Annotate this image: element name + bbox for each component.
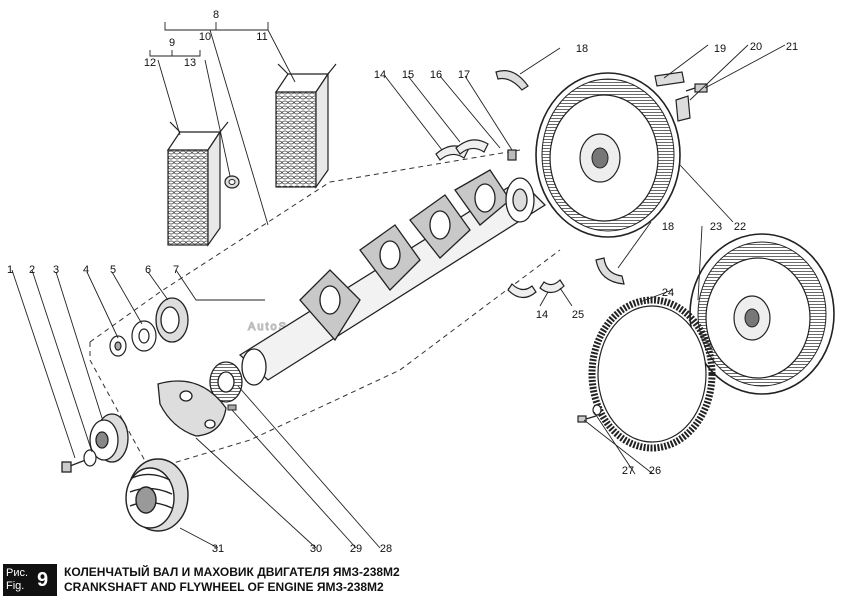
oil-deflector-6 xyxy=(155,297,189,343)
callout-15: 15 xyxy=(402,69,414,81)
caption-title-ru: КОЛЕНЧАТЫЙ ВАЛ И МАХОВИК ДВИГАТЕЛЯ ЯМЗ-2… xyxy=(64,565,400,579)
callout-25: 25 xyxy=(572,309,584,321)
main-bearing-shells-14-25 xyxy=(507,279,565,299)
assembly-outline xyxy=(89,149,561,471)
leader-lines xyxy=(11,22,786,549)
crankshaft xyxy=(238,169,547,386)
callout-8: 8 xyxy=(213,9,219,21)
lock-washer-4 xyxy=(109,335,127,357)
bolt-27 xyxy=(577,415,597,423)
callout-12: 12 xyxy=(144,57,156,69)
callout-3: 3 xyxy=(53,264,59,276)
callout-22: 22 xyxy=(734,221,746,233)
bearing-set-12 xyxy=(166,121,229,247)
figure-caption: Рис. Fig. 9 КОЛЕНЧАТЫЙ ВАЛ И МАХОВИК ДВИ… xyxy=(0,560,841,600)
callout-6: 6 xyxy=(145,264,151,276)
thrust-half-washer-18-bottom xyxy=(595,257,625,285)
damper-3 xyxy=(89,413,129,463)
callout-13: 13 xyxy=(184,57,196,69)
caption-title-en: CRANKSHAFT AND FLYWHEEL OF ENGINE ЯМЗ-23… xyxy=(64,580,384,594)
pulley-31 xyxy=(125,458,189,532)
lock-plate-19 xyxy=(654,71,691,122)
callout-2: 2 xyxy=(29,264,35,276)
callout-21: 21 xyxy=(786,41,798,53)
thrust-half-washer-18-top xyxy=(495,70,529,91)
callout-14-top: 14 xyxy=(374,69,386,81)
callout-26: 26 xyxy=(649,465,661,477)
tab-washer-5 xyxy=(131,320,157,352)
callout-10: 10 xyxy=(199,31,211,43)
bearing-set-11 xyxy=(274,63,337,189)
washer-26 xyxy=(592,404,602,416)
ring-gear-24 xyxy=(588,296,716,452)
callout-18-top: 18 xyxy=(576,43,588,55)
callout-7: 7 xyxy=(173,264,179,276)
callout-17: 17 xyxy=(458,69,470,81)
callout-24: 24 xyxy=(662,287,674,299)
key-29 xyxy=(227,404,237,411)
callout-28: 28 xyxy=(380,543,392,555)
figure-label-ru: Рис. xyxy=(6,567,29,579)
callout-9: 9 xyxy=(169,37,175,49)
callout-27: 27 xyxy=(622,465,634,477)
callout-11: 11 xyxy=(256,31,267,43)
callout-20: 20 xyxy=(750,41,762,53)
figure-label-en: Fig. xyxy=(6,580,25,592)
main-bearing-shells-14-15 xyxy=(435,139,517,161)
callout-31: 31 xyxy=(212,543,224,555)
callout-14-bottom: 14 xyxy=(536,309,548,321)
figure-number: 9 xyxy=(37,569,49,591)
callout-18-bottom: 18 xyxy=(662,221,674,233)
gear-28 xyxy=(209,361,243,403)
callout-19: 19 xyxy=(714,43,726,55)
callout-16: 16 xyxy=(430,69,442,81)
callout-4: 4 xyxy=(83,264,89,276)
figure-number-badge: Рис. Fig. 9 xyxy=(3,564,57,596)
flywheel-22 xyxy=(535,72,681,238)
exploded-diagram: AutoSoft xyxy=(7,9,835,555)
callout-5: 5 xyxy=(110,264,116,276)
callout-30: 30 xyxy=(310,543,322,555)
callout-1: 1 xyxy=(7,264,13,276)
flywheel-23 xyxy=(689,233,835,395)
counterweight-30 xyxy=(157,380,227,437)
callout-29: 29 xyxy=(350,543,362,555)
callout-labels: 8 9 10 11 12 13 14 15 16 17 18 19 20 21 … xyxy=(7,9,798,555)
callout-23: 23 xyxy=(710,221,722,233)
nut-13 xyxy=(224,175,240,189)
bolt-21 xyxy=(685,83,708,93)
washer-2 xyxy=(83,449,97,467)
